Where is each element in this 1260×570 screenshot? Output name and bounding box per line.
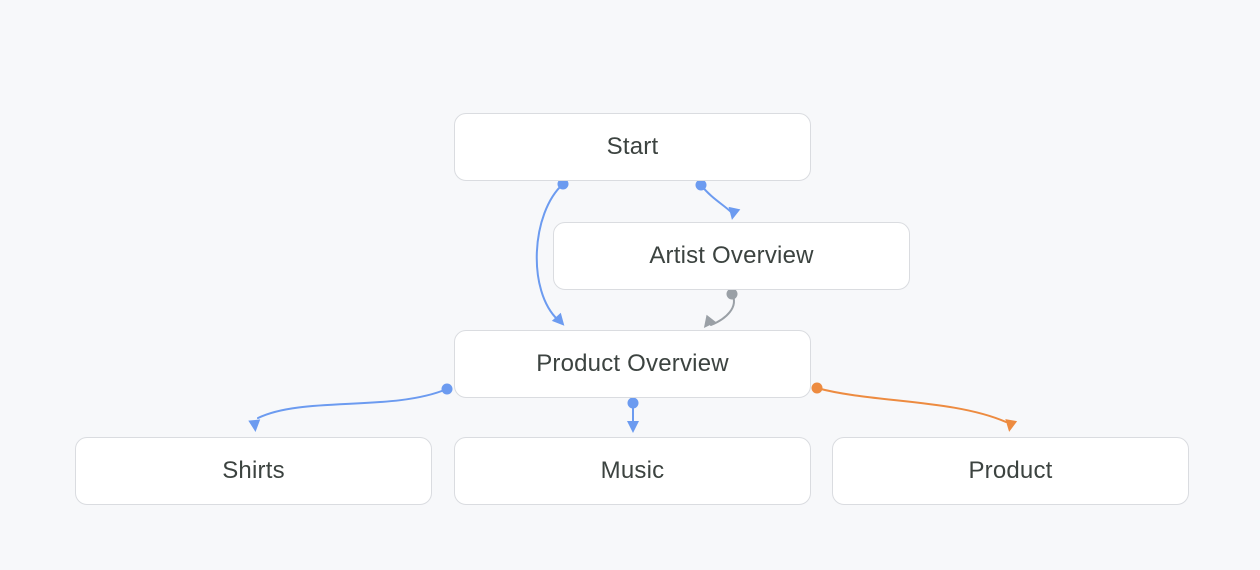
edge-product-overview-to-music[interactable] (627, 397, 639, 434)
edge-curve (535, 183, 564, 321)
edge-curve (257, 388, 448, 419)
node-shirts[interactable]: Shirts (75, 437, 432, 505)
edge-curve (710, 293, 735, 326)
edge-product-overview-to-shirts[interactable] (248, 383, 453, 433)
edge-curve (700, 184, 732, 213)
node-label: Shirts (222, 457, 285, 484)
node-start[interactable]: Start (454, 113, 811, 181)
node-artist-overview[interactable]: Artist Overview (553, 222, 910, 290)
node-label: Music (600, 457, 665, 484)
edge-artist-overview-to-product-overview[interactable] (699, 288, 738, 332)
node-product[interactable]: Product (832, 437, 1189, 505)
node-music[interactable]: Music (454, 437, 811, 505)
arrowhead-icon (248, 419, 261, 432)
edge-curve (816, 387, 1007, 423)
node-label: Artist Overview (649, 242, 814, 269)
edge-product-overview-to-product[interactable] (811, 382, 1018, 433)
node-label: Product Overview (536, 350, 729, 377)
node-label: Product (968, 457, 1053, 484)
node-product-overview[interactable]: Product Overview (454, 330, 811, 398)
edge-start-to-artist-overview[interactable] (695, 179, 741, 222)
node-label: Start (606, 133, 659, 160)
